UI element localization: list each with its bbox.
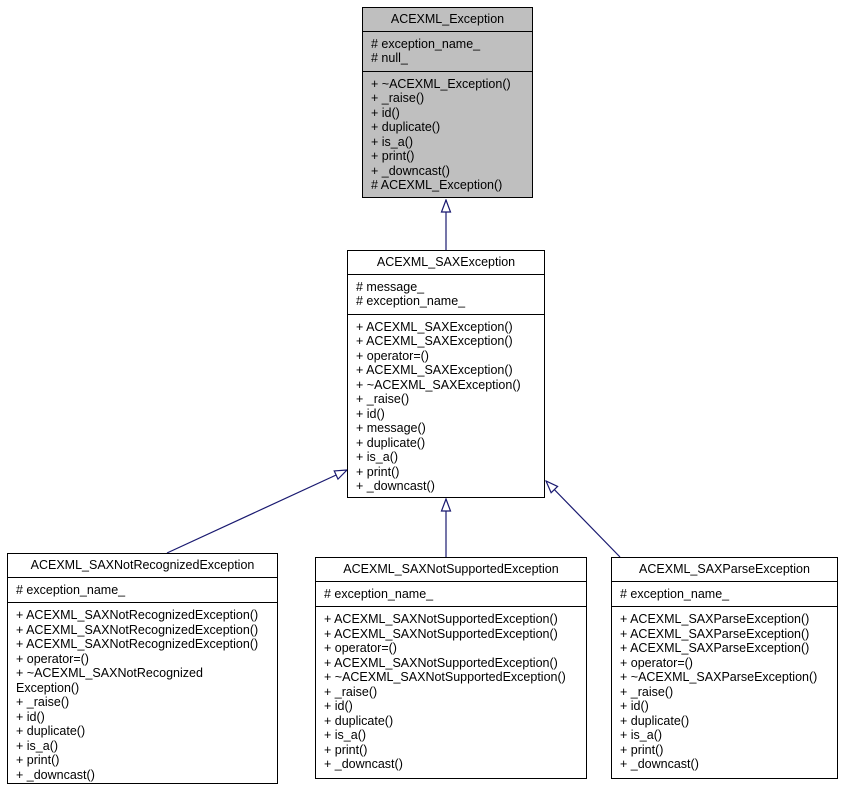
class-methods-item: + ACEXML_SAXParseException() (620, 626, 810, 641)
class-methods-item: + duplicate() (371, 120, 441, 134)
class-title: ACEXML_SAXException (348, 251, 544, 275)
class-methods-item: + print() (356, 464, 400, 479)
class-methods-item: + operator=() (356, 348, 429, 363)
class-box-acexml-saxparseexception[interactable]: ACEXML_SAXParseException # exception_nam… (611, 557, 838, 779)
class-title: ACEXML_Exception (363, 8, 532, 32)
class-title: ACEXML_SAXNotRecognizedException (8, 554, 277, 578)
class-methods-item: + print() (620, 742, 664, 757)
class-methods-item: + print() (16, 753, 60, 767)
class-title: ACEXML_SAXParseException (612, 558, 837, 582)
class-methods-item: + _raise() (16, 695, 70, 709)
inheritance-arrow-notrecognized-to-saxexception (166, 470, 347, 554)
class-attributes: # exception_name_ (612, 582, 837, 607)
class-title: ACEXML_SAXNotSupportedException (316, 558, 586, 582)
class-methods-item: + duplicate() (16, 724, 86, 738)
class-attributes: # message_# exception_name_ (348, 275, 544, 315)
class-methods-item: + _raise() (356, 392, 410, 406)
class-methods-item: + _downcast() (356, 479, 435, 493)
class-methods-item: + id() (356, 406, 385, 421)
class-methods: + ACEXML_SAXNotRecognizedException()+ AC… (8, 603, 277, 783)
class-methods-item: + id() (16, 709, 45, 724)
class-methods-item: + ACEXML_SAXNotSupportedException() (324, 626, 558, 641)
class-methods-item: + ACEXML_SAXParseException() (620, 612, 810, 626)
class-methods-item: + operator=() (324, 641, 397, 655)
class-attributes-item: # exception_name_ (16, 582, 126, 597)
class-methods-item: + is_a() (16, 738, 59, 753)
class-methods-item: + duplicate() (620, 713, 690, 728)
class-attributes-item: # message_ (356, 279, 425, 294)
class-methods-item: + _downcast() (371, 163, 450, 178)
class-attributes-item: # exception_name_ (324, 586, 434, 601)
class-methods-item: + duplicate() (324, 713, 394, 728)
class-methods-item: # ACEXML_Exception() (371, 178, 503, 192)
class-methods-item: + _downcast() (16, 767, 95, 782)
class-methods-item: + message() (356, 421, 426, 435)
class-methods-item: + operator=() (620, 655, 693, 670)
class-methods-item: + ACEXML_SAXNotRecognizedException() (16, 637, 259, 651)
class-methods-item: + operator=() (16, 651, 89, 666)
class-methods-item: + ACEXML_SAXException() (356, 334, 513, 348)
class-box-acexml-saxexception[interactable]: ACEXML_SAXException # message_# exceptio… (347, 250, 545, 498)
class-methods-item: + ACEXML_SAXNotSupportedException() (324, 655, 558, 670)
class-methods: + ACEXML_SAXException()+ ACEXML_SAXExcep… (348, 315, 544, 498)
class-methods-item: + print() (324, 742, 368, 757)
class-methods-item: + ~ACEXML_Exception() (371, 76, 511, 91)
class-methods-item: + _downcast() (620, 757, 699, 771)
class-methods-item: + ACEXML_SAXException() (356, 319, 513, 334)
class-box-acexml-exception[interactable]: ACEXML_Exception # exception_name_# null… (362, 7, 533, 198)
class-methods-item: + print() (371, 149, 415, 163)
class-methods-item: + _downcast() (324, 757, 403, 771)
class-methods-item: + _raise() (324, 684, 378, 699)
class-methods-item: + _raise() (620, 684, 674, 699)
class-methods-item: + id() (620, 699, 649, 713)
class-methods-item: + ACEXML_SAXParseException() (620, 641, 810, 655)
class-methods-item: + is_a() (620, 728, 663, 742)
class-methods-item: + ~ACEXML_SAXNotSupportedException() (324, 670, 566, 684)
class-attributes-item: # exception_name_ (356, 294, 466, 308)
class-attributes-item: # exception_name_ (620, 586, 730, 601)
class-methods-item: + ACEXML_SAXException() (356, 363, 513, 377)
class-methods-item: + is_a() (324, 728, 367, 742)
class-attributes: # exception_name_ (316, 582, 586, 607)
class-methods-item: + ~ACEXML_SAXNotRecognized Exception() (16, 666, 203, 695)
class-methods-item: + is_a() (371, 134, 414, 149)
class-methods-item: + duplicate() (356, 435, 426, 450)
class-box-acexml-saxnotrecognizedexception[interactable]: ACEXML_SAXNotRecognizedException # excep… (7, 553, 278, 784)
class-methods-item: + id() (371, 105, 400, 120)
class-methods-item: + _raise() (371, 91, 425, 105)
class-methods: + ACEXML_SAXParseException()+ ACEXML_SAX… (612, 607, 837, 778)
class-methods-item: + ACEXML_SAXNotSupportedException() (324, 612, 558, 626)
class-attributes-item: # exception_name_ (371, 36, 481, 51)
class-methods-item: + ACEXML_SAXNotRecognizedException() (16, 608, 259, 622)
class-methods-item: + ~ACEXML_SAXParseException() (620, 670, 818, 684)
class-methods-item: + id() (324, 699, 353, 713)
class-attributes: # exception_name_# null_ (363, 32, 532, 72)
class-attributes: # exception_name_ (8, 578, 277, 603)
class-box-acexml-saxnotsupportedexception[interactable]: ACEXML_SAXNotSupportedException # except… (315, 557, 587, 779)
class-methods: + ACEXML_SAXNotSupportedException()+ ACE… (316, 607, 586, 778)
inheritance-arrow-parse-to-saxexception (546, 481, 621, 558)
class-methods-item: + ACEXML_SAXNotRecognizedException() (16, 622, 259, 637)
class-attributes-item: # null_ (371, 51, 408, 65)
class-methods-item: + ~ACEXML_SAXException() (356, 377, 521, 392)
class-methods: + ~ACEXML_Exception()+ _raise()+ id()+ d… (363, 72, 532, 198)
class-methods-item: + is_a() (356, 450, 399, 464)
